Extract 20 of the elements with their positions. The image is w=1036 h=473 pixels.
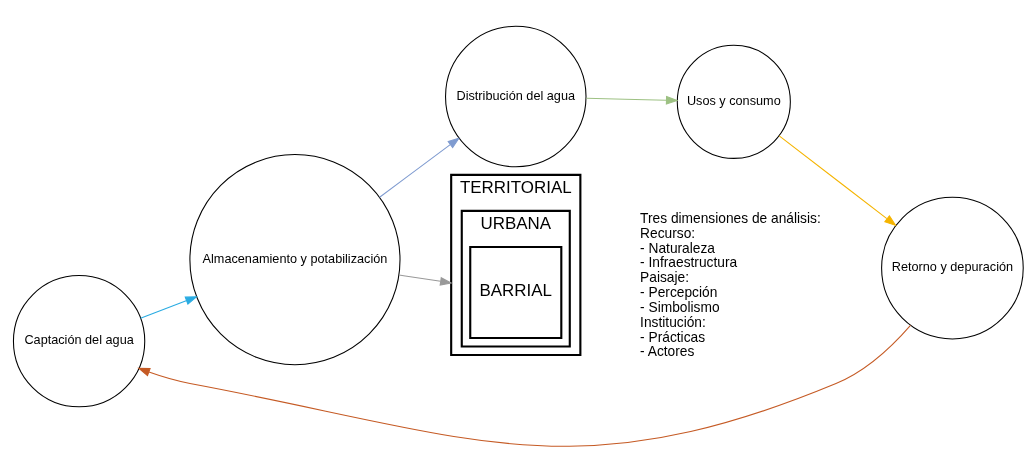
arrow — [378, 137, 460, 198]
label: Recurso: — [639, 225, 695, 241]
arrow — [585, 95, 679, 105]
label: - Prácticas — [639, 329, 705, 345]
label: - Percepción — [639, 285, 717, 301]
label: Paisaje: — [639, 270, 689, 286]
arrow — [136, 324, 911, 447]
arrow — [397, 274, 453, 286]
label: Tres dimensiones de análisis: — [639, 211, 821, 226]
label: - Simbolismo — [639, 299, 720, 315]
node-circle: Captación del agua — [12, 275, 145, 408]
label: - Infraestructura — [639, 255, 737, 271]
arrow — [139, 296, 198, 319]
label: - Naturaleza — [639, 240, 715, 256]
node-circle: Almacenamiento y potabilización — [188, 154, 401, 366]
label: - Actores — [639, 344, 694, 360]
arrow — [778, 135, 897, 227]
node-circle: Usos y consumo — [676, 44, 791, 159]
node-box: BARRIAL — [468, 245, 562, 340]
label: Institución: — [639, 314, 706, 330]
